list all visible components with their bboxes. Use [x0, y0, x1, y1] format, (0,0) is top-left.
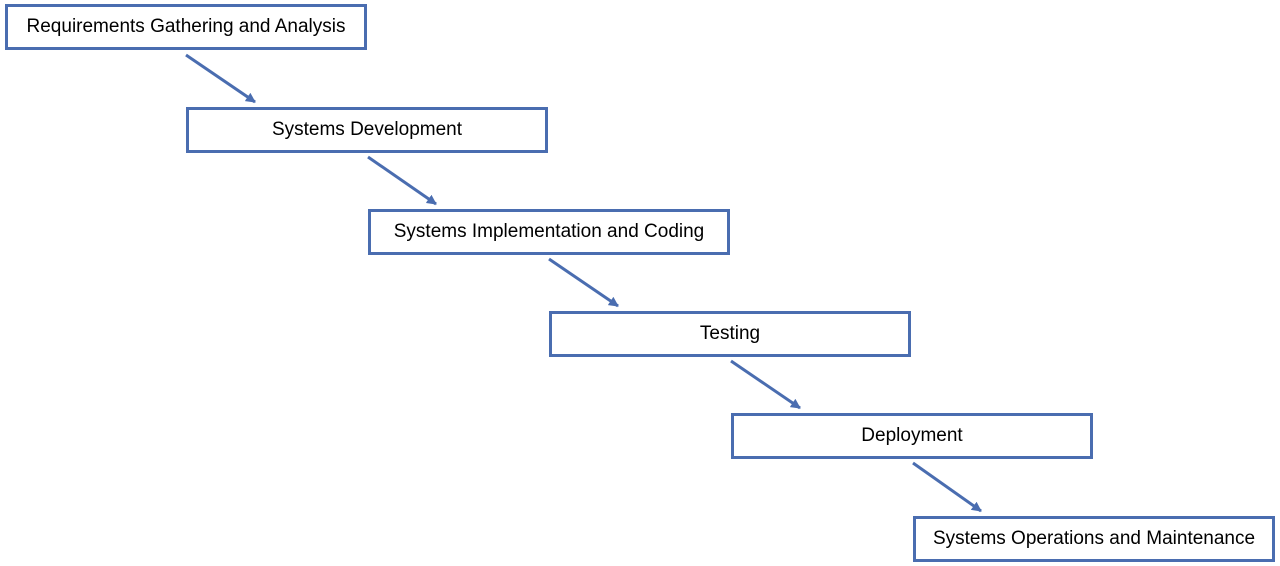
arrow-1-to-2 [185, 53, 256, 104]
stage-label: Deployment [861, 425, 963, 446]
stage-systems-implementation-and-coding: Systems Implementation and Coding [368, 209, 730, 255]
arrow-5-to-6 [912, 461, 982, 513]
stage-label: Systems Implementation and Coding [393, 221, 705, 242]
stage-label: Systems Development [271, 119, 463, 140]
arrow-4-to-5 [730, 359, 801, 410]
arrow-3-to-4 [548, 257, 619, 308]
stage-requirements-gathering-and-analysis: Requirements Gathering and Analysis [5, 4, 367, 50]
stage-testing: Testing [549, 311, 911, 357]
stage-systems-development: Systems Development [186, 107, 548, 153]
stage-label: Systems Operations and Maintenance [932, 528, 1256, 549]
stage-label: Testing [699, 323, 761, 344]
arrow-2-to-3 [367, 155, 437, 206]
stage-label: Requirements Gathering and Analysis [26, 16, 346, 37]
stage-deployment: Deployment [731, 413, 1093, 459]
stage-systems-operations-and-maintenance: Systems Operations and Maintenance [913, 516, 1275, 562]
